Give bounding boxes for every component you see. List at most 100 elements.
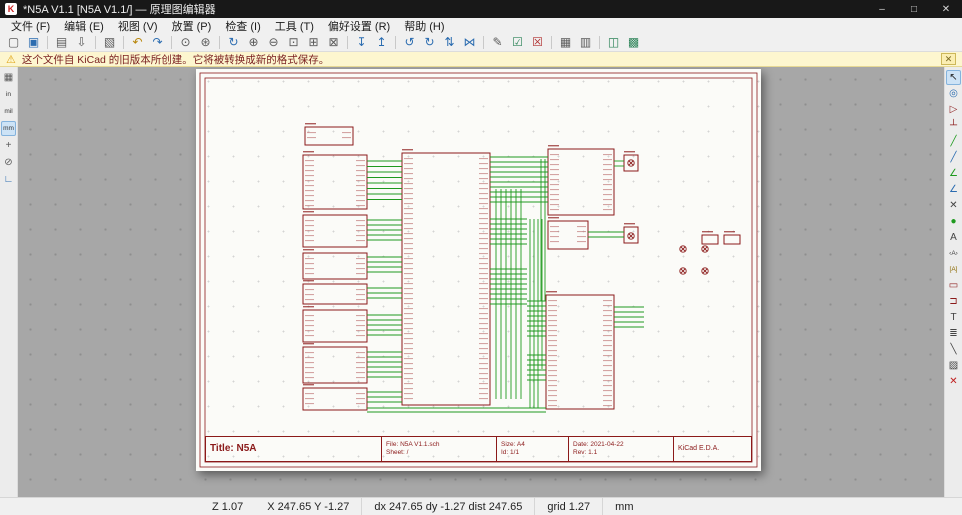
menu-view[interactable]: 视图 (V) xyxy=(111,18,165,34)
menu-preferences[interactable]: 偏好设置 (R) xyxy=(321,18,397,34)
toolbar-separator xyxy=(219,36,220,49)
title-block: Title: N5A File: N5A V1.1.sch Sheet: / S… xyxy=(205,436,752,462)
line-icon[interactable]: ╲ xyxy=(946,342,961,357)
mirror-v-icon[interactable]: ⇅ xyxy=(440,34,459,51)
plot-icon[interactable]: ⇩ xyxy=(72,34,91,51)
status-position: X 247.65 Y -1.27 xyxy=(255,498,361,515)
global-label-icon[interactable]: ‹A› xyxy=(946,246,961,261)
zoom-in-icon[interactable]: ⊕ xyxy=(244,34,263,51)
add-symbol-icon[interactable]: ▷ xyxy=(946,102,961,117)
menu-bar: 文件 (F)编辑 (E)视图 (V)放置 (P)检查 (I)工具 (T)偏好设置… xyxy=(0,18,962,33)
refresh-icon[interactable]: ↻ xyxy=(224,34,243,51)
grid-toggle-icon[interactable]: ▦ xyxy=(1,70,16,85)
schematic-sheet: Title: N5A File: N5A V1.1.sch Sheet: / S… xyxy=(196,69,761,471)
menu-place[interactable]: 放置 (P) xyxy=(165,18,219,34)
find-replace-icon[interactable]: ⊛ xyxy=(196,34,215,51)
titleblock-size-cell: Size: A4 Id: 1/1 xyxy=(496,437,568,461)
cursor-shape-icon[interactable]: + xyxy=(1,138,16,153)
toolbar-separator xyxy=(599,36,600,49)
zoom-selection-icon[interactable]: ⊠ xyxy=(324,34,343,51)
net-label-icon[interactable]: A xyxy=(946,230,961,245)
menu-help[interactable]: 帮助 (H) xyxy=(397,18,451,34)
titleblock-file: File: N5A V1.1.sch xyxy=(386,441,492,449)
menu-tools[interactable]: 工具 (T) xyxy=(268,18,321,34)
save-icon[interactable]: ▣ xyxy=(24,34,43,51)
symbol-fields-table-icon[interactable]: ▦ xyxy=(556,34,575,51)
zoom-objects-icon[interactable]: ⊞ xyxy=(304,34,323,51)
window-controls: – □ ✕ xyxy=(866,0,962,18)
highlight-net-icon[interactable]: ◎ xyxy=(946,86,961,101)
titleblock-date: Date: 2021-04-22 xyxy=(573,441,669,449)
junction-icon[interactable]: ● xyxy=(946,214,961,229)
bom-icon[interactable]: ▥ xyxy=(576,34,595,51)
titleblock-brand: KiCad E.D.A. xyxy=(673,437,751,461)
infobar-close-button[interactable]: ✕ xyxy=(941,53,956,65)
print-icon[interactable]: ▤ xyxy=(52,34,71,51)
zoom-out-icon[interactable]: ⊖ xyxy=(264,34,283,51)
hidden-pins-icon[interactable]: ⊘ xyxy=(1,155,16,170)
annotate-icon[interactable]: ✎ xyxy=(488,34,507,51)
status-delta: dx 247.65 dy -1.27 dist 247.65 xyxy=(361,498,534,515)
status-zoom: Z 1.07 xyxy=(200,498,255,515)
bus-entry-icon[interactable]: ∠ xyxy=(946,182,961,197)
select-tool-icon[interactable]: ↖ xyxy=(946,70,961,85)
hv-wires-icon[interactable]: ∟ xyxy=(1,172,16,187)
close-button[interactable]: ✕ xyxy=(930,0,962,18)
units-inch-icon[interactable]: in xyxy=(1,87,16,102)
textbox-icon[interactable]: ≣ xyxy=(946,326,961,341)
minimize-button[interactable]: – xyxy=(866,0,898,18)
assign-footprints-icon[interactable]: ◫ xyxy=(604,34,623,51)
titleblock-id: Id: 1/1 xyxy=(501,449,564,457)
titleblock-size: Size: A4 xyxy=(501,441,564,449)
enter-sheet-icon[interactable]: ↧ xyxy=(352,34,371,51)
hier-label-icon[interactable]: [A] xyxy=(946,262,961,277)
menu-file[interactable]: 文件 (F) xyxy=(4,18,57,34)
schematic-canvas[interactable]: Title: N5A File: N5A V1.1.sch Sheet: / S… xyxy=(18,67,944,497)
status-grid: grid 1.27 xyxy=(534,498,602,515)
menu-edit[interactable]: 编辑 (E) xyxy=(57,18,111,34)
titleblock-file-cell: File: N5A V1.1.sch Sheet: / xyxy=(381,437,496,461)
hier-sheet-icon[interactable]: ▭ xyxy=(946,278,961,293)
maximize-button[interactable]: □ xyxy=(898,0,930,18)
add-bus-icon[interactable]: ╱ xyxy=(946,150,961,165)
redo-icon[interactable]: ↷ xyxy=(148,34,167,51)
menu-inspect[interactable]: 检查 (I) xyxy=(218,18,267,34)
no-connect-icon[interactable]: ✕ xyxy=(946,198,961,213)
toolbar-separator xyxy=(347,36,348,49)
right-toolbar: ↖◎▷┴╱╱∠∠✕●A‹A›[A]▭⊐T≣╲▨✕ xyxy=(944,67,962,497)
toolbar-separator xyxy=(551,36,552,49)
add-wire-icon[interactable]: ╱ xyxy=(946,134,961,149)
schematic-drawing xyxy=(196,69,761,471)
erc-check-icon[interactable]: ☑ xyxy=(508,34,527,51)
main-area: ▦ in mil mm + ⊘ ∟ Title: N5A File: N5A V1.1.sc… xyxy=(0,67,962,497)
delete-icon[interactable]: ✕ xyxy=(946,374,961,389)
mirror-h-icon[interactable]: ⋈ xyxy=(460,34,479,51)
rotate-cw-icon[interactable]: ↻ xyxy=(420,34,439,51)
open-pcb-icon[interactable]: ▩ xyxy=(624,34,643,51)
leave-sheet-icon[interactable]: ↥ xyxy=(372,34,391,51)
undo-icon[interactable]: ↶ xyxy=(128,34,147,51)
bitmap-icon[interactable]: ▨ xyxy=(946,358,961,373)
units-mm-icon[interactable]: mm xyxy=(1,121,16,136)
zoom-fit-icon[interactable]: ⊡ xyxy=(284,34,303,51)
titleblock-date-cell: Date: 2021-04-22 Rev: 1.1 xyxy=(568,437,673,461)
toolbar-separator xyxy=(171,36,172,49)
new-schematic-icon[interactable]: ▢ xyxy=(4,34,23,51)
wire-entry-icon[interactable]: ∠ xyxy=(946,166,961,181)
rotate-ccw-icon[interactable]: ↺ xyxy=(400,34,419,51)
units-mil-icon[interactable]: mil xyxy=(1,104,16,119)
text-icon[interactable]: T xyxy=(946,310,961,325)
app-icon: K xyxy=(5,3,17,15)
paste-icon[interactable]: ▧ xyxy=(100,34,119,51)
top-toolbar: ▢▣▤⇩▧↶↷⊙⊛↻⊕⊖⊡⊞⊠↧↥↺↻⇅⋈✎☑☒▦▥◫▩ xyxy=(0,33,962,52)
status-units: mm xyxy=(602,498,645,515)
window-title: *N5A V1.1 [N5A V1.1/] — 原理图编辑器 xyxy=(23,1,216,17)
sheet-pin-icon[interactable]: ⊐ xyxy=(946,294,961,309)
infobar-message: 这个文件自 KiCad 的旧版本所创建。它将被转换成新的格式保存。 xyxy=(22,52,329,67)
toolbar-separator xyxy=(123,36,124,49)
toolbar-separator xyxy=(95,36,96,49)
find-icon[interactable]: ⊙ xyxy=(176,34,195,51)
add-power-icon[interactable]: ┴ xyxy=(946,118,961,133)
erc-bug-icon[interactable]: ☒ xyxy=(528,34,547,51)
